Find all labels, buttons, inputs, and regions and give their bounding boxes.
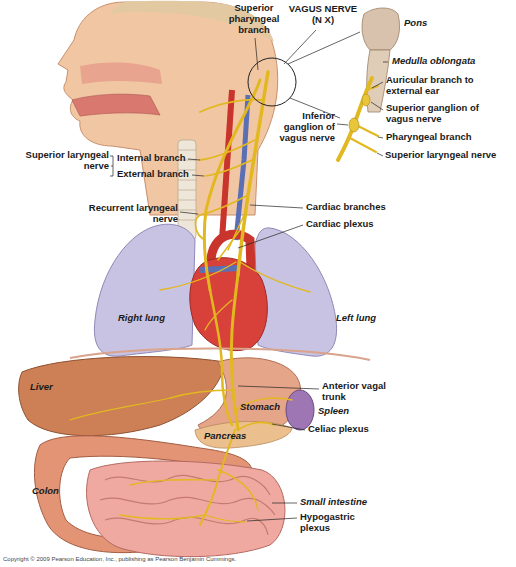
mouth-cavity — [72, 94, 160, 116]
nerve-label: Anterior vagal trunk — [322, 381, 402, 403]
nerve-label: External branch — [117, 169, 189, 180]
inset-vagus-nerve — [338, 78, 378, 160]
organ-label: Right lung — [118, 313, 165, 324]
nerve-label: Internal branch — [117, 153, 186, 164]
nerve-label: Auricular branch to external ear — [386, 75, 498, 97]
pancreas — [195, 421, 292, 448]
intestine-coils — [100, 475, 275, 535]
liver — [19, 357, 225, 436]
nerve-label: Cardiac branches — [306, 202, 386, 213]
nerve-label: Superior laryngeal nerve — [385, 150, 513, 161]
nerve-label: Superior laryngeal nerve — [22, 150, 109, 172]
nerve-label: VAGUS NERVE (N X) — [286, 4, 360, 26]
organ-label: Medulla oblongata — [392, 56, 512, 67]
organ-label: Stomach — [240, 402, 280, 413]
vagus-nerve — [70, 72, 310, 525]
nerve-label: Inferior ganglion of vagus nerve — [262, 111, 335, 144]
nerve-label: Pharyngeal branch — [386, 132, 512, 143]
nerve-label: Superior pharyngeal branch — [222, 3, 286, 36]
inset-circle — [248, 58, 296, 106]
organ-label: Pancreas — [204, 431, 246, 442]
superior-ganglion — [362, 94, 370, 106]
small-intestine — [87, 461, 285, 557]
organ-label: Small intestine — [300, 497, 367, 508]
nerve-label: Cardiac plexus — [306, 219, 374, 230]
nerve-label: Hypogastric plexus — [300, 512, 380, 534]
carotid-artery — [222, 90, 232, 240]
left-lung — [255, 228, 337, 356]
organ-label: Liver — [30, 382, 53, 393]
inferior-ganglion — [349, 118, 359, 132]
organ-label: Spleen — [318, 406, 349, 417]
organ-label: Colon — [32, 486, 59, 497]
nerve-label: Recurrent laryngeal nerve — [88, 203, 178, 225]
copyright-note: Copyright © 2009 Pearson Education, Inc.… — [3, 556, 236, 563]
nerve-label: Superior ganglion of vagus nerve — [386, 103, 498, 125]
nerve-label: Celiac plexus — [308, 424, 369, 435]
organ-label: Pons — [404, 18, 427, 29]
pons — [362, 8, 400, 50]
leader-lines — [110, 30, 388, 521]
organ-label: Left lung — [336, 313, 376, 324]
right-lung — [94, 224, 195, 356]
nasal-cavity — [80, 63, 162, 84]
